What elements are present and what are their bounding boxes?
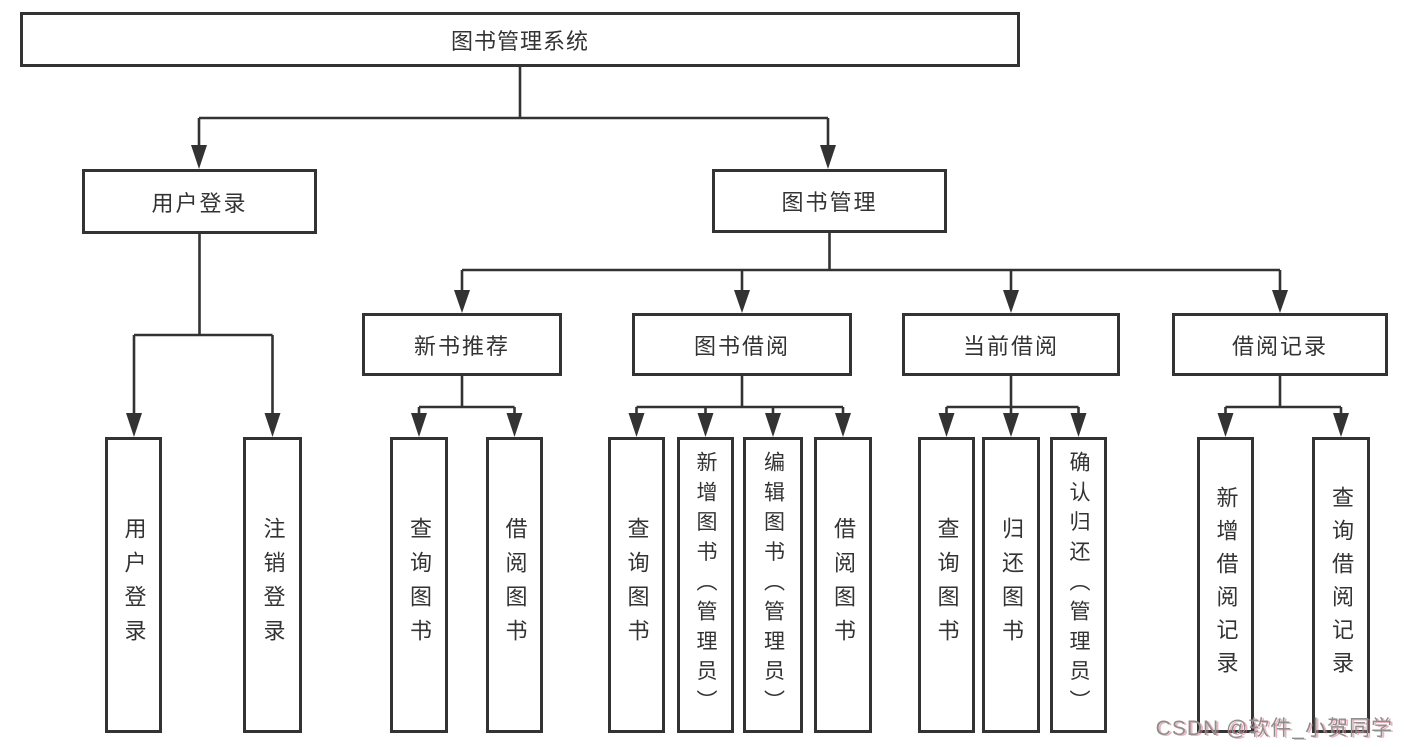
node-borrowing-records: 借阅记录 [1172, 313, 1388, 376]
arrow-down-icon [734, 290, 750, 313]
leaf-add-borrow-record: 新增借阅记录 [1197, 437, 1254, 733]
arrow-down-icon [506, 413, 523, 437]
arrow-down-icon [1333, 413, 1349, 437]
node-label: 查询图书 [624, 516, 650, 654]
node-label: 新增图书（管理员） [694, 450, 717, 720]
arrow-down-icon [126, 413, 142, 437]
node-label: 借阅图书 [831, 516, 856, 654]
arrow-down-icon [938, 413, 955, 437]
node-book-borrowing: 图书借阅 [632, 313, 852, 376]
node-label: 查询借阅记录 [1329, 486, 1354, 684]
arrow-down-icon [628, 413, 645, 437]
node-label: 图书借阅 [693, 333, 790, 359]
watermark: CSDN @软件_小贺同学 [1155, 717, 1393, 740]
arrowheads [126, 145, 1349, 437]
connector-borrowing-to-leaves [635, 376, 845, 415]
leaf-confirm-return-admin: 确认归还（管理员） [1050, 437, 1107, 733]
node-label: 图书管理系统 [450, 28, 589, 54]
leaf-edit-book-admin: 编辑图书（管理员） [743, 437, 803, 733]
arrow-down-icon [1070, 413, 1087, 437]
arrow-down-icon [411, 413, 427, 437]
leaf-user-login: 用户登录 [105, 437, 162, 733]
connector-root-to-level2 [197, 67, 830, 146]
arrow-down-icon [765, 413, 781, 437]
node-label: 编辑图书（管理员） [761, 450, 785, 720]
node-label: 新书推荐 [413, 333, 510, 359]
leaf-logout: 注销登录 [243, 437, 302, 733]
node-label: 当前借阅 [962, 333, 1059, 359]
connector-current-to-leaves [945, 376, 1080, 415]
node-label: 用户登录 [121, 516, 147, 654]
leaf-return-books: 归还图书 [982, 437, 1040, 733]
leaf-query-books-borrowing: 查询图书 [608, 437, 665, 733]
leaf-borrow-books-recommend: 借阅图书 [486, 437, 543, 733]
connector-bookmgmt-to-level3 [460, 233, 1282, 291]
node-label: 新增借阅记录 [1213, 486, 1239, 684]
node-book-management: 图书管理 [712, 169, 947, 233]
arrow-down-icon [454, 290, 470, 313]
arrow-down-icon [264, 413, 281, 437]
node-label: 借阅记录 [1231, 333, 1328, 359]
node-label: 归还图书 [999, 516, 1024, 654]
leaf-query-books-current: 查询图书 [918, 437, 975, 733]
node-current-borrowing: 当前借阅 [902, 313, 1120, 376]
node-label: 借阅图书 [502, 516, 528, 654]
arrow-down-icon [1003, 413, 1019, 437]
leaf-query-borrow-record: 查询借阅记录 [1312, 437, 1370, 733]
arrow-down-icon [1003, 290, 1019, 313]
node-label: 用户登录 [151, 190, 248, 216]
leaf-borrow-books-borrowing: 借阅图书 [814, 437, 872, 733]
node-new-book-recommend: 新书推荐 [362, 313, 562, 376]
leaf-add-book-admin: 新增图书（管理员） [677, 437, 734, 733]
arrow-down-icon [1272, 290, 1288, 313]
leaf-query-books-recommend: 查询图书 [390, 437, 448, 733]
node-label: 查询图书 [407, 516, 432, 654]
arrow-down-icon [191, 145, 207, 169]
node-root-system: 图书管理系统 [20, 12, 1020, 67]
node-user-login: 用户登录 [82, 169, 317, 234]
connector-userlogin-to-leaves [132, 234, 274, 414]
node-label: 查询图书 [934, 516, 960, 654]
arrow-down-icon [697, 413, 714, 437]
node-label: 确认归还（管理员） [1067, 450, 1090, 720]
arrow-down-icon [1217, 413, 1234, 437]
node-label: 注销登录 [260, 516, 286, 654]
connector-records-to-leaves [1224, 376, 1343, 415]
arrow-down-icon [820, 145, 836, 169]
arrow-down-icon [835, 413, 851, 437]
connector-newbook-to-leaves [417, 376, 516, 415]
node-label: 图书管理 [781, 190, 878, 215]
